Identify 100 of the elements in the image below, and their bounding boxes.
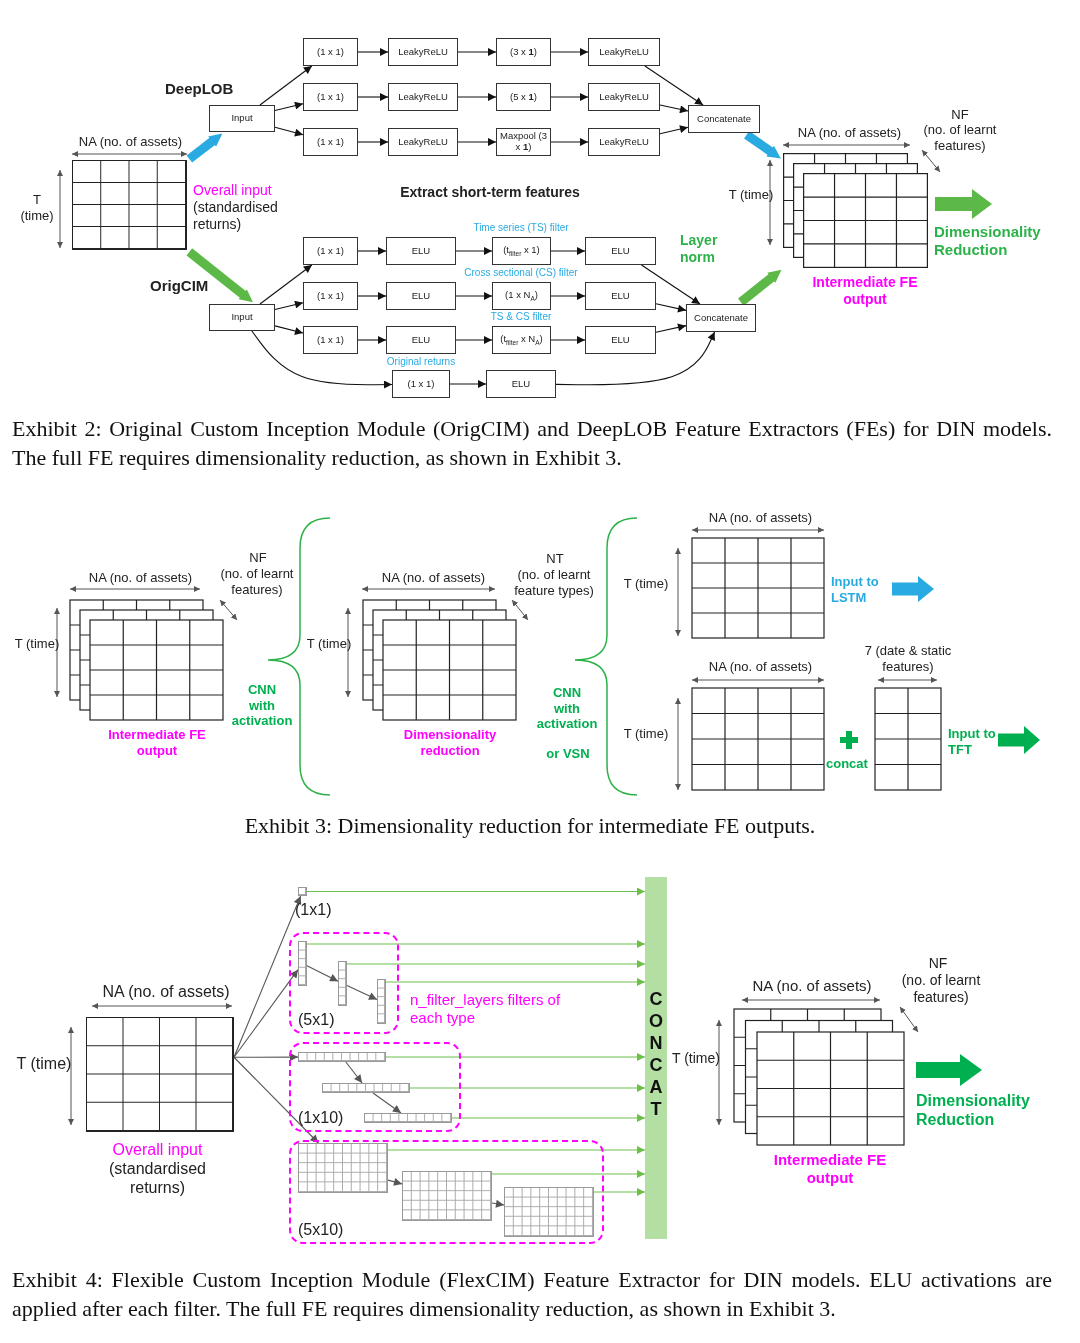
axis-label: NT (545, 551, 565, 567)
arrow (306, 940, 646, 948)
arrow (449, 380, 487, 388)
filter-size-label: (5x1) (298, 1011, 335, 1029)
arrow (491, 1170, 646, 1178)
axis-label: NA (no. of assets) (707, 659, 814, 675)
filter-size-label: (1x10) (298, 1109, 344, 1127)
filter-kernel (364, 1113, 452, 1123)
arrow (306, 965, 339, 982)
process-box: (1 x 1) (303, 83, 358, 111)
process-box: Concatenate (686, 304, 756, 332)
filter-group-box (289, 932, 399, 1034)
arrow (357, 93, 389, 101)
process-box: (1 x 1) (303, 237, 358, 265)
feature-stack (783, 153, 928, 268)
input-grid (72, 160, 187, 250)
arrow (259, 264, 313, 305)
process-box: ELU (585, 237, 656, 265)
axis-label: NF (248, 550, 268, 566)
filter-group-box (289, 1140, 604, 1244)
arrow (451, 1114, 646, 1122)
node-caption: Intermediate FE output (812, 274, 918, 308)
axis-label: NA (no. of assets) (87, 570, 194, 586)
arrow (274, 126, 304, 137)
arrow (455, 247, 493, 255)
annotation-label: Intermediate FE output (107, 727, 207, 759)
filter-kernel (322, 1083, 410, 1093)
node-caption: (standardised returns) (193, 199, 279, 233)
arrow (491, 1199, 505, 1208)
filter-kernel (298, 1143, 388, 1193)
arrow (555, 331, 716, 386)
filter-kernel (338, 961, 347, 1006)
arrow (233, 969, 299, 1058)
node-caption: Original returns (385, 356, 457, 368)
process-box: (3 x 1) (496, 38, 551, 66)
process-box: LeakyReLU (388, 38, 458, 66)
arrow (233, 1056, 319, 1144)
arrow (357, 138, 389, 146)
axis-label: NA (no. of assets) (380, 570, 487, 586)
figure-caption: Exhibit 3: Dimensionality reduction for intermediate FE outputs. (243, 812, 817, 840)
axis-label: T (time) (623, 576, 669, 592)
annotation-label: Dimensionality Reduction (916, 1091, 1031, 1130)
arrow (372, 1092, 402, 1114)
arrow (550, 138, 589, 146)
axis-label: T (time) (14, 636, 60, 652)
arrow (457, 138, 497, 146)
process-box: Maxpool (3 x 1) (496, 128, 551, 156)
axis-label: NF (950, 107, 970, 123)
arrow (274, 325, 304, 335)
figure-caption: Exhibit 2: Original Custom Inception Module (OrigCIM) and DeepLOB Feature Extractors (FEs) for DIN models. The full FE requires dimensionality reduction, as shown in Exhibit 3. (12, 415, 1052, 472)
process-box: LeakyReLU (388, 128, 458, 156)
filter-kernel (298, 887, 307, 896)
axis-label: (no. of learnt features) (922, 122, 998, 154)
annotation-label: Dimensionality Reduction (934, 223, 1042, 259)
annotation-label: CNN with activation (535, 685, 599, 732)
section-title: Extract short-term features (399, 184, 581, 201)
axis-label: T (time) (306, 636, 352, 652)
process-box: ELU (386, 237, 456, 265)
axis-label: NF (927, 955, 949, 972)
node-caption: Overall input (111, 1140, 204, 1160)
arrow (550, 292, 586, 300)
arrow (274, 101, 304, 112)
axis-label: (no. of learnt features) (219, 566, 295, 598)
filter-kernel (402, 1171, 492, 1221)
process-box: ELU (585, 282, 656, 310)
flow-arrow (738, 269, 782, 306)
axis-label: NA (no. of assets) (707, 510, 814, 526)
node-caption: Cross sectional (CS) filter (463, 267, 579, 279)
arrow (346, 960, 646, 968)
arrow (644, 65, 704, 106)
process-box: (1 x 1) (392, 370, 450, 398)
axis-label: (no. of learnt features) (900, 972, 982, 1006)
arrow (259, 65, 313, 106)
node-caption: Time series (TS) filter (472, 222, 570, 234)
node-caption: Overall input (193, 182, 273, 199)
process-box: LeakyReLU (388, 83, 458, 111)
axis-label: 7 (date & static features) (863, 643, 953, 675)
arrow (251, 330, 393, 389)
process-box: (1 x 1) (303, 38, 358, 66)
flow-arrow (186, 133, 223, 163)
process-box: (5 x 1) (496, 83, 551, 111)
node-caption: (standardised returns) (108, 1159, 207, 1198)
arrow (550, 336, 586, 344)
process-box: ELU (486, 370, 556, 398)
arrow (550, 93, 589, 101)
process-box: LeakyReLU (588, 128, 660, 156)
axis-label: NA (no. of assets) (101, 982, 231, 1002)
module-title: OrigCIM (150, 277, 210, 295)
process-box: Input (209, 304, 275, 331)
flow-arrow (186, 248, 253, 303)
process-box: (1 x N$_{A}$) (492, 282, 551, 310)
annotation-label: or VSN (545, 746, 591, 762)
module-title: DeepLOB (165, 80, 235, 98)
node-caption: TS & CS filter (489, 311, 553, 323)
arrow (385, 1053, 646, 1061)
process-box: ELU (386, 282, 456, 310)
axis-label: T (time) (16, 1054, 72, 1074)
arrow (457, 48, 497, 56)
annotation-label: Layer norm (680, 232, 719, 266)
arrow (357, 336, 387, 344)
